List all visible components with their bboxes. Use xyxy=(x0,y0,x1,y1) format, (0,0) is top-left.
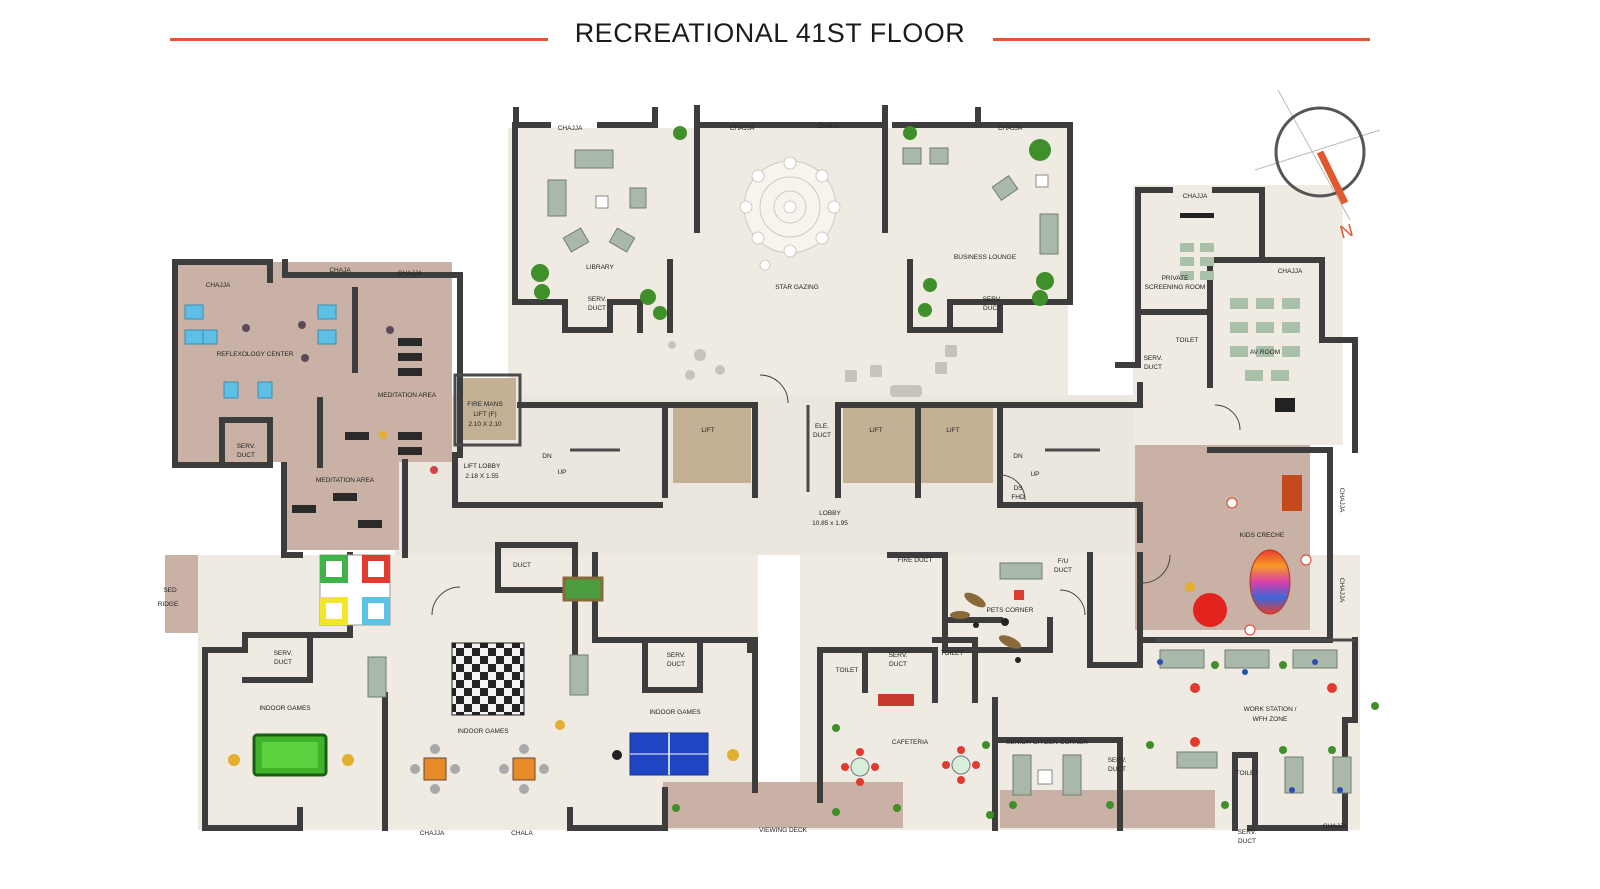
label-reflexology-center: REFLEXOLOGY CENTER xyxy=(217,351,294,358)
label-serv-duct: DUCT xyxy=(237,452,255,459)
label-stair-up: UP xyxy=(1030,471,1039,478)
label-private-screening: PRIVATE xyxy=(1162,275,1190,282)
label-lobby: LOBBY xyxy=(819,510,841,517)
title-rule-right xyxy=(993,38,1370,41)
label-chajja: CHAJJA xyxy=(730,125,755,132)
label-fu-duct: F/U xyxy=(1058,558,1069,565)
label-cafeteria: CAFETERIA xyxy=(892,739,929,746)
label-meditation-area: MEDITATION AREA xyxy=(316,477,375,484)
page-title: RECREATIONAL 41ST FLOOR xyxy=(574,18,966,48)
label-serv-duct: SERV. xyxy=(1108,757,1127,764)
label-serv-duct: SERV. xyxy=(1238,829,1257,836)
ludo-board-icon xyxy=(319,554,391,626)
label-serv-duct: DUCT xyxy=(274,659,292,666)
label-chajja: CHAJA xyxy=(329,267,351,274)
label-firemans-lift: 2.10 X 2.10 xyxy=(468,421,502,428)
label-toilet: TOILET xyxy=(1176,337,1199,344)
label-chajja: CHAJJA xyxy=(1278,268,1303,275)
doors xyxy=(431,374,1241,616)
label-ds-fhd: DS xyxy=(1013,485,1023,492)
label-duct: DUCT xyxy=(513,562,531,569)
chess-board-icon xyxy=(451,642,525,716)
label-lift-lobby: 2.18 X 1.55 xyxy=(465,473,499,480)
label-chajja: CHAJJA xyxy=(206,282,231,289)
label-serv-duct: SERV. xyxy=(667,652,686,659)
label-chajja: CHAJJA xyxy=(558,125,583,132)
label-serv-duct: DUCT xyxy=(889,661,907,668)
label-indoor-games: INDOOR GAMES xyxy=(649,709,701,716)
label-bridge: SED xyxy=(163,587,177,594)
label-stair-down: DN xyxy=(542,453,552,460)
label-chajja: CHAJJA xyxy=(998,125,1023,132)
label-business-lounge: BUSINESS LOUNGE xyxy=(954,254,1017,261)
north-needle xyxy=(1316,150,1349,205)
label-star-gazing: STAR GAZING xyxy=(775,284,819,291)
label-serv-duct: SERV. xyxy=(1144,355,1163,362)
label-chajja: CHAJJA xyxy=(1338,488,1345,513)
label-chala: CHALA xyxy=(817,123,839,130)
label-library: LIBRARY xyxy=(586,264,614,271)
label-serv-duct: DUCT xyxy=(1238,838,1256,845)
label-lift-lobby: LIFT LOBBY xyxy=(464,463,501,470)
label-indoor-games: INDOOR GAMES xyxy=(259,705,311,712)
label-chajja: CHAJJA xyxy=(398,270,423,277)
label-stair-up: UP xyxy=(557,469,566,476)
label-fu-duct: DUCT xyxy=(1054,567,1072,574)
label-senior-citizen-corner: SENIOR CITIZEN CORNER xyxy=(1006,739,1088,746)
label-fire-duct: FIRE DUCT xyxy=(898,557,933,564)
label-lift: LIFT xyxy=(701,427,714,434)
label-chajja: CHAJJA xyxy=(1183,193,1208,200)
label-serv-duct: SERV. xyxy=(237,443,256,450)
label-firemans-lift: LIFT (F) xyxy=(473,411,496,418)
label-lift: LIFT xyxy=(946,427,959,434)
table-tennis-icon xyxy=(629,732,709,776)
label-chajja: CHAJJA xyxy=(420,830,445,837)
label-serv-duct: DUCT xyxy=(1144,364,1162,371)
pool-table-icon xyxy=(252,733,328,777)
label-ds-fhd: FHD xyxy=(1011,494,1025,501)
label-serv-duct: SERV. xyxy=(274,650,293,657)
label-stair-down: DN xyxy=(1013,453,1023,460)
label-kids-creche: KIDS CRECHE xyxy=(1240,532,1285,539)
label-serv-duct: SERV. xyxy=(983,296,1002,303)
label-serv-duct: DUCT xyxy=(1108,766,1126,773)
label-toilet: TOILET xyxy=(1236,770,1259,777)
furniture xyxy=(184,126,1379,819)
label-av-room: AV ROOM xyxy=(1250,349,1280,356)
label-viewing-deck: VIEWING DECK xyxy=(759,827,808,834)
compass-icon: N xyxy=(1254,89,1381,243)
label-chajja: CHAJJA xyxy=(1338,578,1345,603)
label-firemans-lift: FIRE MANS xyxy=(467,401,503,408)
label-lobby: 10.85 x 1.95 xyxy=(812,520,848,527)
label-ele-duct: DUCT xyxy=(813,432,831,439)
title-rule-left xyxy=(170,38,548,41)
room-labels: CHAJJA CHAJJA CHALA CHAJJA CHAJJA CHAJA … xyxy=(158,123,1348,845)
label-serv-duct: SERV. xyxy=(588,296,607,303)
label-toilet: TOILET xyxy=(941,650,964,657)
label-pets-corner: PETS CORNER xyxy=(987,607,1034,614)
label-indoor-games: INDOOR GAMES xyxy=(457,728,509,735)
label-serv-duct: DUCT xyxy=(667,661,685,668)
label-bridge: RIDGE xyxy=(158,601,179,608)
label-serv-duct: SERV. xyxy=(889,652,908,659)
label-toilet: TOILET xyxy=(836,667,859,674)
label-ele-duct: ELE. xyxy=(815,423,829,430)
label-work-station: WFH ZONE xyxy=(1253,716,1288,723)
label-work-station: WORK STATION / xyxy=(1244,706,1297,713)
floor-fills xyxy=(165,128,1360,830)
label-private-screening: SCREENING ROOM xyxy=(1145,284,1206,291)
label-lift: LIFT xyxy=(869,427,882,434)
label-chajja: CHAJJA xyxy=(1323,823,1348,830)
label-chala: CHALA xyxy=(511,830,533,837)
label-serv-duct: DUCT xyxy=(983,305,1001,312)
north-label: N xyxy=(1338,220,1356,243)
label-serv-duct: DUCT xyxy=(588,305,606,312)
label-meditation-area: MEDITATION AREA xyxy=(378,392,437,399)
